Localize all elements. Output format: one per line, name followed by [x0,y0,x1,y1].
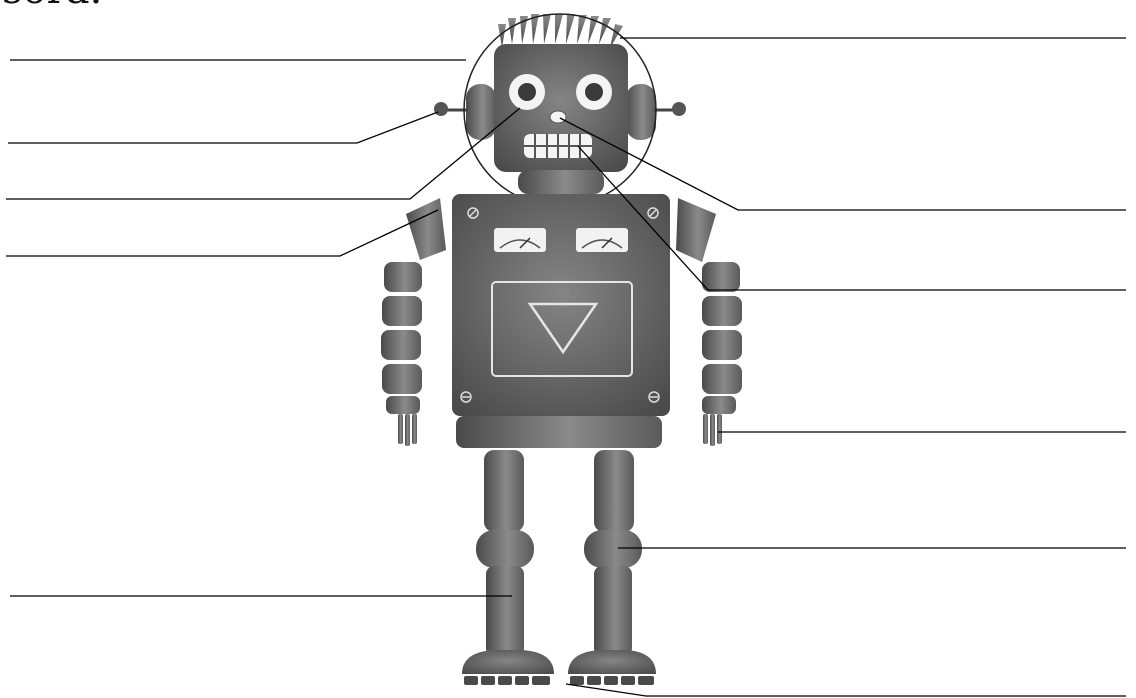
label-line-shoulder[interactable] [6,210,438,256]
label-line-eye[interactable] [6,108,520,199]
robot-right-ear [626,84,656,140]
label-line-antenna[interactable] [8,112,438,143]
robot-gauge-left [494,228,546,252]
robot-gauge-right [576,228,628,252]
robot-left-foot [462,650,554,674]
robot-left-antenna [434,102,448,116]
robot-neck [518,170,604,194]
robot-hair [498,14,623,48]
robot-left-arm [381,198,446,446]
robot-waist [456,416,662,448]
label-line-foot[interactable] [566,684,1126,696]
robot-right-antenna [672,102,686,116]
robot-left-leg [462,450,554,685]
robot-nose [550,111,566,123]
robot [381,14,742,685]
robot-right-foot [568,650,656,674]
robot-left-knee [476,530,534,568]
robot-right-arm [676,198,742,446]
robot-right-leg [568,450,656,685]
robot-right-knee [584,530,642,568]
robot-mouth [524,134,592,158]
